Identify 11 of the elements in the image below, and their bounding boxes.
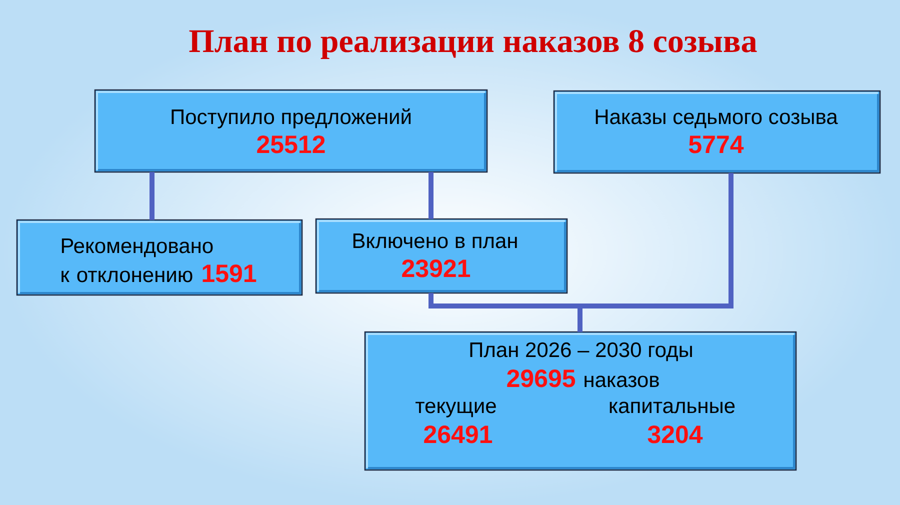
slide-title: План по реализации наказов 8 созыва <box>189 30 757 60</box>
connector-line <box>428 172 434 219</box>
connector-line <box>578 308 582 332</box>
info-box: Рекомендовано к отклонению 1591 <box>16 219 303 296</box>
connector-line <box>428 293 580 308</box>
connector-line <box>150 172 154 220</box>
info-box: Включено в план 23921 <box>315 218 568 294</box>
connector-line <box>580 173 734 308</box>
info-box: Наказы седьмого созыва 5774 <box>553 90 881 174</box>
info-box: План 2026 – 2030 годы 29695 наказов текущие 26491 капитальные 3204 <box>364 331 797 471</box>
info-box: Поступило предложений 25512 <box>94 89 488 173</box>
